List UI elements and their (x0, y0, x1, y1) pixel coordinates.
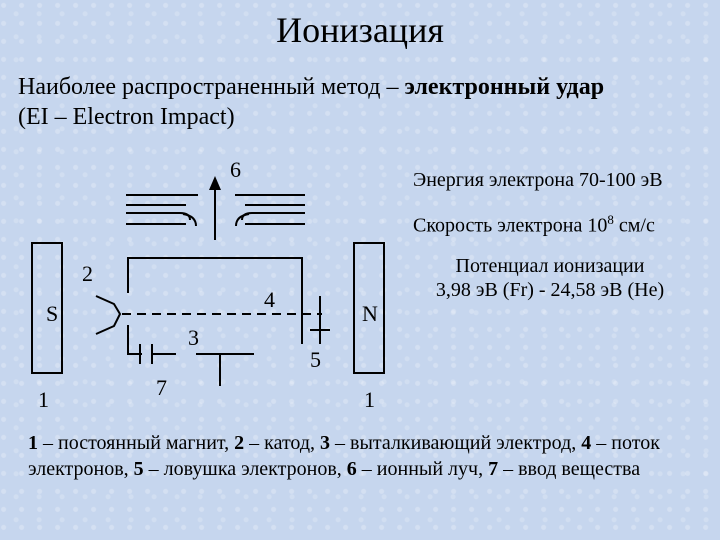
caption-num-4: 4 (581, 432, 592, 454)
label-7: 7 (156, 375, 167, 400)
caption-text-3: – выталкивающий электрод, (330, 432, 582, 454)
intro-line1-bold: электронный удар (404, 74, 605, 100)
repeller-frame (127, 325, 142, 355)
caption: 1 – постоянный магнит, 2 – катод, 3 – вы… (28, 430, 708, 482)
label-S: S (46, 301, 59, 326)
caption-text-6: – ионный луч, (356, 458, 489, 480)
label-2: 2 (82, 261, 93, 286)
label-4: 4 (264, 287, 275, 312)
info-speed: Скорость электрона 108 см/с (413, 208, 655, 238)
slide-title: Ионизация (276, 10, 444, 50)
label-1-left: 1 (38, 387, 49, 412)
ion-bracket-right (235, 213, 250, 227)
caption-num-2: 2 (234, 432, 245, 454)
label-1-right: 1 (364, 387, 375, 412)
info-energy: Энергия электрона 70-100 эВ (413, 169, 663, 191)
caption-text-7: – ввод вещества (498, 458, 641, 480)
intro-line1-prefix: Наиболее распространенный метод – (18, 74, 405, 100)
magnet-left (31, 242, 63, 374)
intro-line2: (EI – Electron Impact) (18, 104, 235, 130)
cathode (95, 295, 122, 335)
info-speed-exp: 8 (607, 212, 614, 227)
caption-text-4: – поток электронов, (28, 432, 660, 480)
caption-text-2: – катод, (244, 432, 321, 454)
caption-num-5: 5 (133, 458, 144, 480)
ion-plate-right-3 (241, 212, 305, 221)
chamber-frame (127, 257, 303, 344)
info-potential-line1: Потенциал ионизации (455, 255, 645, 277)
magnet-right (353, 242, 385, 374)
caption-num-6: 6 (346, 458, 357, 480)
caption-text-1: – постоянный магнит, (38, 432, 235, 454)
label-6: 6 (230, 157, 241, 182)
info-potential-line2: 3,98 эВ (Fr) - 24,58 эВ (He) (435, 279, 665, 301)
caption-num-7: 7 (488, 458, 499, 480)
caption-text-5: – ловушка электронов, (143, 458, 347, 480)
label-N: N (362, 301, 378, 326)
caption-num-3: 3 (320, 432, 331, 454)
ion-beam-arrowhead (209, 176, 221, 190)
ion-bracket-left (182, 213, 197, 227)
caption-num-1: 1 (28, 432, 38, 454)
info-speed-suffix: см/с (613, 214, 655, 237)
label-3: 3 (188, 325, 199, 350)
info-speed-prefix: Скорость электрона 10 (413, 214, 608, 237)
label-5: 5 (310, 347, 321, 372)
ion-plate-left-3 (126, 212, 191, 221)
info-potential: Потенциал ионизации 3,98 эВ (Fr) - 24,58… (415, 254, 685, 302)
intro-text: Наиболее распространенный метод – электр… (18, 72, 708, 132)
